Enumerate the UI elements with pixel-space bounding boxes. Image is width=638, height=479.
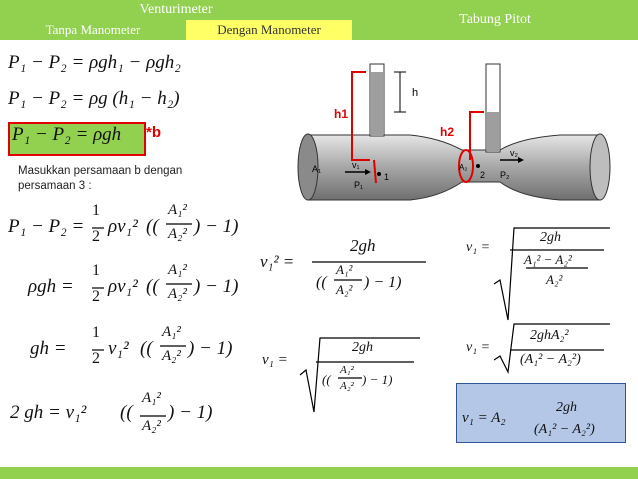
right-v1-lhs-1: v₁ = (466, 240, 491, 255)
final-v1-den: (A₁² − A₂²) (534, 422, 595, 437)
result-v1sq-close: ) − 1) (364, 274, 402, 291)
label-v2: v₂ (510, 148, 519, 158)
equation-marker-b: *b (146, 124, 161, 141)
deriv-4-open: (( (120, 402, 133, 423)
result-v1sq-num: 2gh (350, 236, 376, 255)
deriv-2-den: A₂² (168, 286, 187, 302)
h2-bracket (469, 111, 484, 160)
deriv-2-open: (( (146, 276, 159, 297)
result-v1sq-A1: A₁² (336, 262, 353, 277)
deriv-4-den: A₂² (142, 418, 161, 434)
label-h2: h2 (440, 125, 454, 139)
h1-bracket (351, 71, 370, 161)
final-v1-num: 2gh (556, 400, 577, 415)
equation-2: P₁ − P₂ = ρg (h₁ − h₂) (8, 88, 180, 109)
pipe-outlet-end (589, 133, 611, 201)
deriv-1-close: ) − 1) (194, 216, 239, 237)
equation-3: P₁ − P₂ = ρgh (12, 124, 122, 145)
right-v1-num-2: 2ghA₂² (530, 328, 569, 343)
result-v1sq-A2: A₂² (336, 282, 353, 297)
label-2: 2 (480, 170, 485, 180)
pipe-inlet-end (297, 133, 319, 201)
tab-bar: Venturimeter Tabung Pitot Tanpa Manomete… (0, 0, 638, 42)
deriv-1-half-den: 2 (92, 228, 100, 245)
highlight-box (8, 122, 146, 156)
deriv-1-v1: ρv₁² (108, 216, 138, 237)
deriv-2-half-num: 1 (92, 262, 100, 279)
result-v1sq-open: (( (316, 274, 327, 291)
label-A2: A₂ (459, 163, 467, 172)
deriv-3-open: (( (140, 338, 153, 359)
right-v1-den-2: (A₁² − A₂²) (520, 352, 581, 367)
right-v1-num-1: 2gh (540, 230, 561, 245)
label-v1: v₁ (352, 160, 360, 170)
tube-1-fluid (371, 72, 383, 136)
result-v1-A2: A₂² (340, 380, 354, 392)
equation-1: P₁ − P₂ = ρgh₁ − ρgh₂ (8, 52, 181, 73)
derivation-fraction-lines (92, 223, 192, 417)
deriv-1-open: (( (146, 216, 159, 237)
tube-2-fluid (487, 112, 499, 152)
deriv-3-close: ) − 1) (188, 338, 233, 359)
result-v1-A1: A₁² (340, 364, 354, 376)
sqrt-symbol-right-2 (493, 323, 610, 375)
result-fraction-lines (312, 261, 426, 379)
deriv-4-num: A₁² (142, 390, 161, 406)
label-P1: P₁ (354, 180, 363, 190)
deriv-1-den: A₂² (168, 226, 187, 242)
sqrt-symbol-right-1 (493, 227, 610, 321)
right-v1-lhs-2: v₁ = (466, 340, 491, 355)
deriv-2-lhs: ρgh = (28, 276, 74, 297)
right-v1-den-top-1: A₁² − A₂² (524, 252, 572, 267)
deriv-4-lhs: 2 gh = v₁² (10, 402, 87, 423)
footer-bar (0, 467, 638, 479)
deriv-3-half-num: 1 (92, 324, 100, 341)
result-v1-close: ) − 1) (362, 372, 393, 387)
result-v1-num: 2gh (352, 340, 373, 355)
result-v1-open: (( (322, 372, 331, 387)
pipe-shape (307, 134, 601, 201)
tab-venturimeter[interactable]: Venturimeter (0, 0, 352, 20)
right-v1-den-bottom-1: A₂² (546, 272, 563, 287)
deriv-2-close: ) − 1) (194, 276, 239, 297)
deriv-3-lhs: gh = (30, 338, 67, 359)
deriv-2-num: A₁² (168, 262, 187, 278)
deriv-2-half-den: 2 (92, 288, 100, 305)
deriv-2-v1: ρv₁² (108, 276, 138, 297)
label-h: h (412, 87, 418, 99)
tab-tabung-pitot[interactable]: Tabung Pitot (352, 0, 638, 40)
deriv-3-half-den: 2 (92, 350, 100, 367)
deriv-3-den: A₂² (162, 348, 181, 364)
label-A1: A₁ (312, 164, 321, 174)
subtab-dengan-manometer[interactable]: Dengan Manometer (186, 20, 352, 40)
subtab-tanpa-manometer[interactable]: Tanpa Manometer (0, 20, 186, 40)
deriv-3-v1: v₁² (108, 338, 129, 359)
label-P2: P₂ (500, 170, 510, 180)
label-1: 1 (384, 172, 389, 182)
final-result-box (456, 383, 626, 443)
result-v1sq-lhs: v₁² = (260, 252, 295, 271)
deriv-4-close: ) − 1) (168, 402, 213, 423)
sqrt-symbol-middle (299, 337, 420, 413)
instruction-note: Masukkan persamaan b dengan persamaan 3 … (18, 165, 183, 192)
final-v1-lhs: v₁ = A₂ (462, 410, 506, 426)
result-v1-lhs: v₁ = (262, 352, 288, 368)
deriv-1-num: A₁² (168, 202, 187, 218)
A2-highlight (458, 149, 474, 183)
label-h1: h1 (334, 107, 348, 121)
deriv-1-half-num: 1 (92, 202, 100, 219)
deriv-1-lhs: P₁ − P₂ = (8, 216, 85, 237)
deriv-3-num: A₁² (162, 324, 181, 340)
